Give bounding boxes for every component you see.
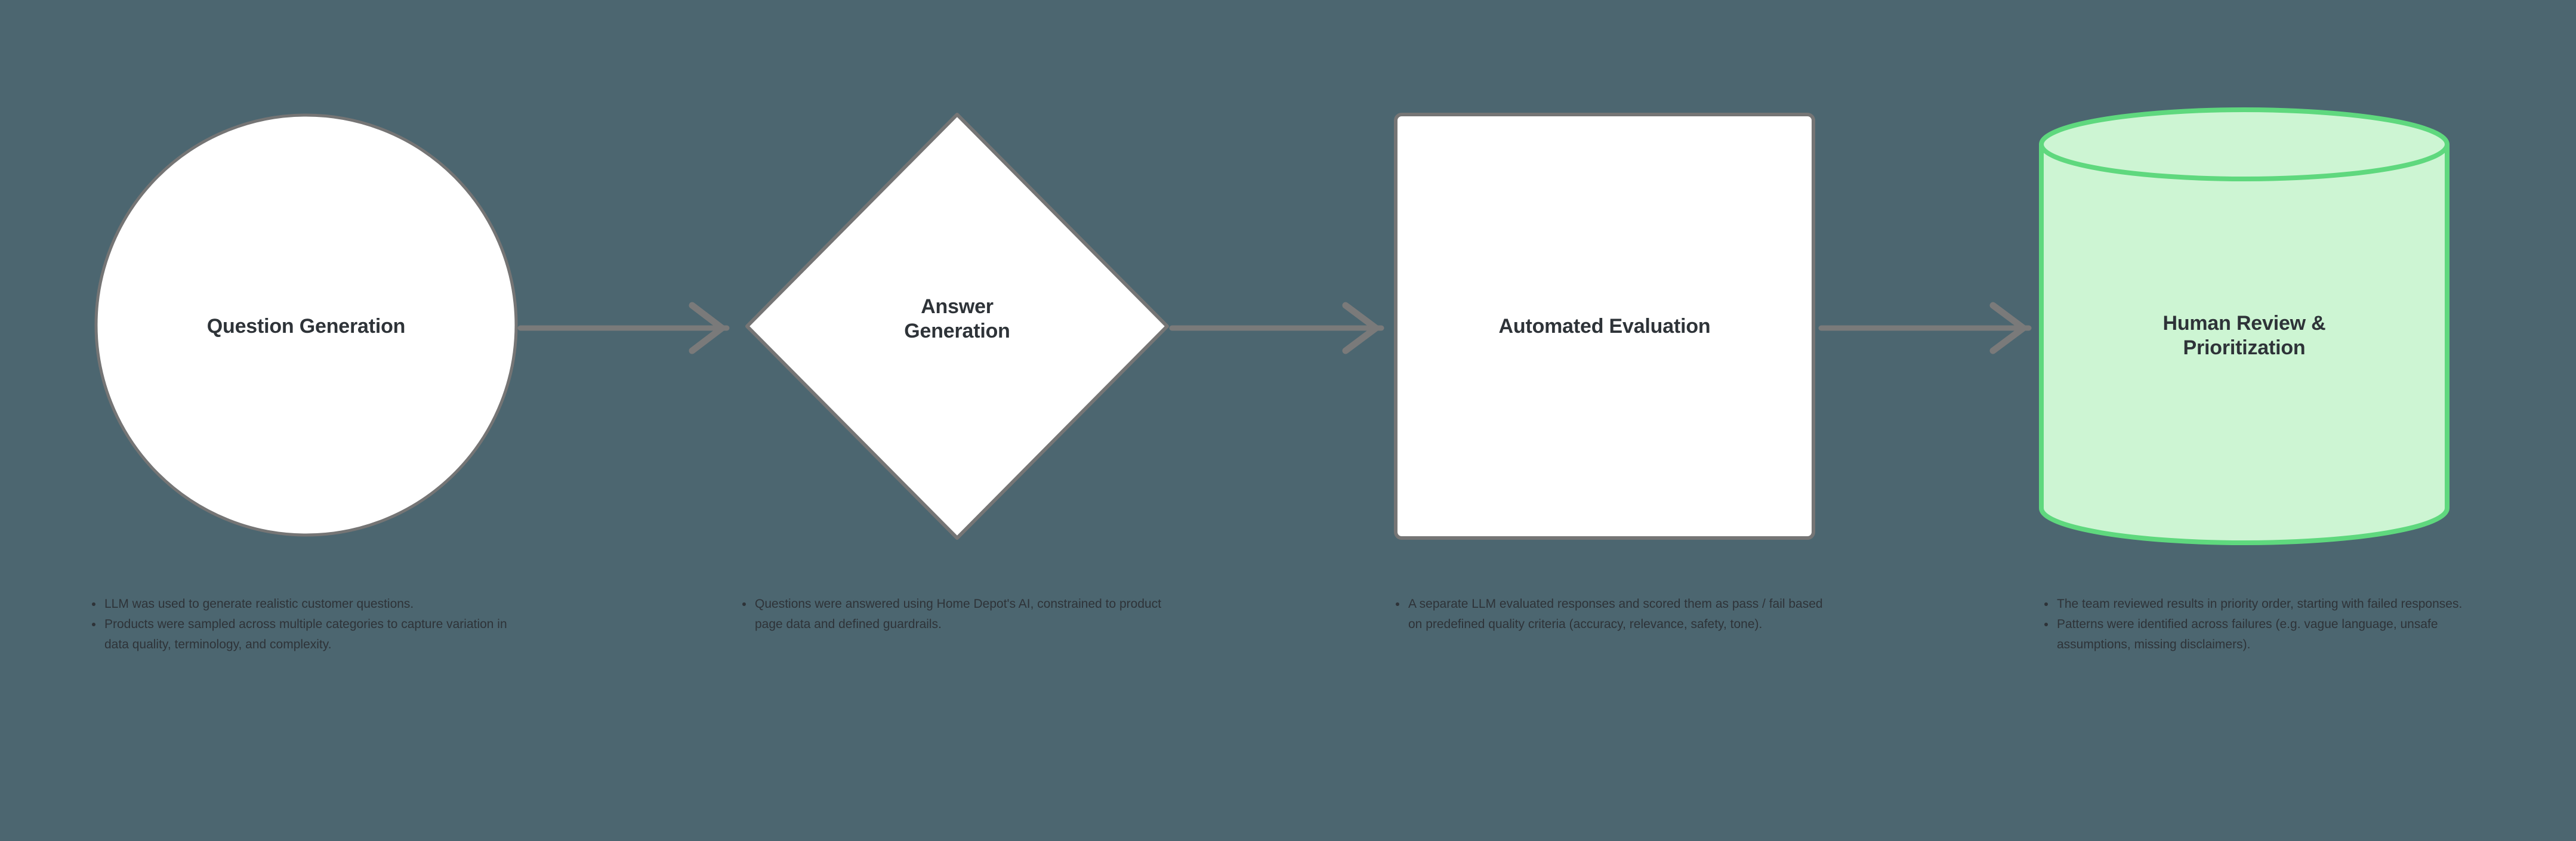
bullet-list: A separate LLM evaluated responses and s… xyxy=(1395,594,1837,635)
list-item: Patterns were identified across failures… xyxy=(2044,614,2473,655)
connector-arrow-1 xyxy=(517,302,730,354)
bullet-column-answer-generation: Questions were answered using Home Depot… xyxy=(742,594,1177,635)
connector-arrow-2 xyxy=(1169,302,1384,354)
list-item: LLM was used to generate realistic custo… xyxy=(92,594,527,614)
bullet-column-human-review: The team reviewed results in priority or… xyxy=(2044,594,2473,655)
list-item: The team reviewed results in priority or… xyxy=(2044,594,2473,614)
node-shape-cylinder-human-review[interactable] xyxy=(2039,107,2449,545)
bullet-list: Questions were answered using Home Depot… xyxy=(742,594,1177,635)
node-shape-diamond-answer-generation[interactable] xyxy=(745,113,1169,540)
list-item: Products were sampled across multiple ca… xyxy=(92,614,527,655)
bullet-column-question-generation: LLM was used to generate realistic custo… xyxy=(91,594,527,655)
list-item: Questions were answered using Home Depot… xyxy=(742,594,1177,635)
bullet-list: The team reviewed results in priority or… xyxy=(2044,594,2473,655)
connector-arrow-3 xyxy=(1818,302,2032,354)
node-shape-circle-question-generation[interactable] xyxy=(94,113,518,537)
bullet-column-automated-evaluation: A separate LLM evaluated responses and s… xyxy=(1395,594,1837,635)
bullet-list: LLM was used to generate realistic custo… xyxy=(91,594,527,655)
list-item: A separate LLM evaluated responses and s… xyxy=(1396,594,1837,635)
node-shape-rect-automated-evaluation[interactable] xyxy=(1394,113,1815,540)
